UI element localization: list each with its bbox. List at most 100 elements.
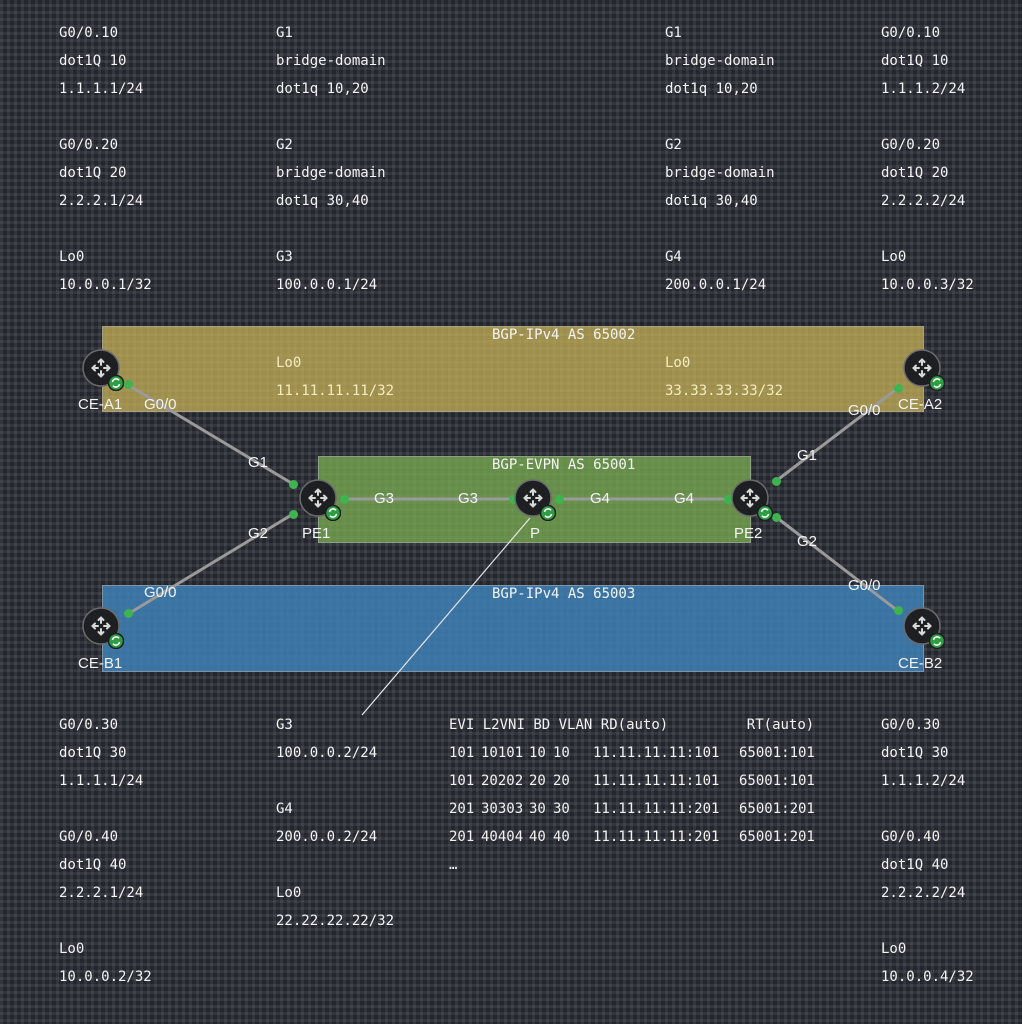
annotation-line: dot1Q 20 xyxy=(881,165,949,181)
evpn-table-cell: 201 xyxy=(449,829,475,845)
annotation-line: G1 xyxy=(276,25,293,41)
link-ce-a1-pe1[interactable] xyxy=(127,383,294,486)
router-icon-ce-b1[interactable] xyxy=(82,607,124,649)
annotation-line: G0/0.20 xyxy=(59,137,119,153)
evpn-table-cell: 65001:101 xyxy=(739,773,815,789)
evpn-table-cell: 101 xyxy=(449,745,475,761)
port-label-ce-a2-g00: G0/0 xyxy=(848,402,881,419)
evpn-table-cell: 30303 xyxy=(481,801,524,817)
router-icon-ce-b2[interactable] xyxy=(903,607,945,649)
port-dot-ce-b1 xyxy=(124,609,133,618)
port-label-ce-a1-g00: G0/0 xyxy=(144,396,177,413)
port-dot-pe1-g1 xyxy=(289,480,298,489)
annotation-line: G3 xyxy=(276,249,293,265)
annotation-line xyxy=(59,795,152,823)
router-icon-ce-a1[interactable] xyxy=(82,349,124,391)
annotation-line: 2.2.2.2/24 xyxy=(881,885,966,901)
annotation-line: 1.1.1.1/24 xyxy=(59,81,144,97)
router-icon-ce-a2[interactable] xyxy=(903,349,945,391)
annotation-line: dot1Q 10 xyxy=(59,53,127,69)
port-label-p-g3: G3 xyxy=(458,490,479,507)
evpn-table-cell: 30 xyxy=(529,801,546,817)
annotation-line: G4 xyxy=(276,801,293,817)
annotation-line: bridge-domain xyxy=(276,165,386,181)
annotation-line: dot1Q 30 xyxy=(881,745,949,761)
annotation-line: G0/0.10 xyxy=(59,25,119,41)
router-icon-pe2[interactable] xyxy=(731,479,773,521)
annotation-line: dot1q 30,40 xyxy=(665,193,758,209)
router-icon-pe1[interactable] xyxy=(299,479,341,521)
node-label-ce-b1: CE-B1 xyxy=(78,655,123,672)
evpn-table-cell: 201 xyxy=(449,801,475,817)
annotation-line: dot1Q 40 xyxy=(59,857,127,873)
evpn-table-cell: 11.11.11.11:201 xyxy=(593,801,720,817)
annotation-line: G0/0.30 xyxy=(881,717,941,733)
evpn-table-header: EVI L2VNI BD VLAN RD(auto) RT(auto) xyxy=(449,711,815,739)
port-dot-ce-b2 xyxy=(894,606,903,615)
annotation-line: dot1Q 30 xyxy=(59,745,127,761)
annotation-line: G2 xyxy=(665,137,682,153)
annotation-line: Lo0 xyxy=(881,249,907,265)
port-dot-ce-a2 xyxy=(894,384,903,393)
annotation-line: dot1Q 20 xyxy=(59,165,127,181)
annotation-line: Lo0 xyxy=(276,885,302,901)
annotation-line xyxy=(665,103,775,131)
band-title-as65003: BGP-IPv4 AS 65003 xyxy=(492,586,636,602)
annotation-line: dot1Q 40 xyxy=(881,857,949,873)
annotation-line xyxy=(59,103,152,131)
node-label-ce-a2: CE-A2 xyxy=(898,396,943,413)
port-dot-pe2-g1 xyxy=(772,477,781,486)
annotation-line xyxy=(881,215,974,243)
link-ce-b1-pe1[interactable] xyxy=(127,512,294,616)
annotation-line: G3 xyxy=(276,717,293,733)
annotation-line: 2.2.2.1/24 xyxy=(59,193,144,209)
port-label-pe2-g4: G4 xyxy=(674,490,695,507)
annotation-line: Lo0 xyxy=(59,941,85,957)
annotation-line: 11.11.11.11/32 xyxy=(276,383,395,399)
evpn-table-cell: 40404 xyxy=(481,829,524,845)
annotation-line: 200.0.0.2/24 xyxy=(276,829,378,845)
annotation-line: G0/0.20 xyxy=(881,137,941,153)
annotation-line: G0/0.40 xyxy=(881,829,941,845)
annotation-line xyxy=(881,907,974,935)
evpn-table-cell: 11.11.11.11:101 xyxy=(593,745,720,761)
annotation-line xyxy=(276,103,386,131)
annotation-line: dot1q 30,40 xyxy=(276,193,369,209)
evpn-table-cell: 40 xyxy=(553,829,570,845)
evpn-header-l2vni: L2VNI xyxy=(482,717,525,733)
annotation-line xyxy=(59,907,152,935)
link-pe2-ce-a2[interactable] xyxy=(775,386,899,483)
annotation-line: dot1q 10,20 xyxy=(665,81,758,97)
port-label-p-g4: G4 xyxy=(590,490,611,507)
annotation-line xyxy=(665,215,775,243)
evpn-table-cell: 30 xyxy=(553,801,570,817)
annotation-line: 200.0.0.1/24 xyxy=(665,277,767,293)
annotation-line: 1.1.1.2/24 xyxy=(881,773,966,789)
annotation-line xyxy=(881,795,974,823)
annotation-line: 1.1.1.2/24 xyxy=(881,81,966,97)
annotation-line: Lo0 xyxy=(665,355,691,371)
annotation-line: 1.1.1.1/24 xyxy=(59,773,144,789)
band-title-as65001: BGP-EVPN AS 65001 xyxy=(492,457,636,473)
evpn-table-cell: 65001:201 xyxy=(739,829,815,845)
annotation-line: bridge-domain xyxy=(276,53,386,69)
evpn-table-cell: 10 xyxy=(553,745,570,761)
annotation-line: Lo0 xyxy=(276,355,302,371)
band-bgp-ipv4-as65002 xyxy=(102,326,924,412)
router-icon-p[interactable] xyxy=(514,479,556,521)
evpn-table-cell: 11.11.11.11:101 xyxy=(593,773,720,789)
evpn-table-ellipsis: … xyxy=(449,857,458,873)
evpn-table-cell: 10101 xyxy=(481,745,524,761)
annotation-line: 10.0.0.3/32 xyxy=(881,277,974,293)
link-pe2-ce-b2[interactable] xyxy=(775,515,899,613)
annotation-line: G4 xyxy=(665,249,682,265)
